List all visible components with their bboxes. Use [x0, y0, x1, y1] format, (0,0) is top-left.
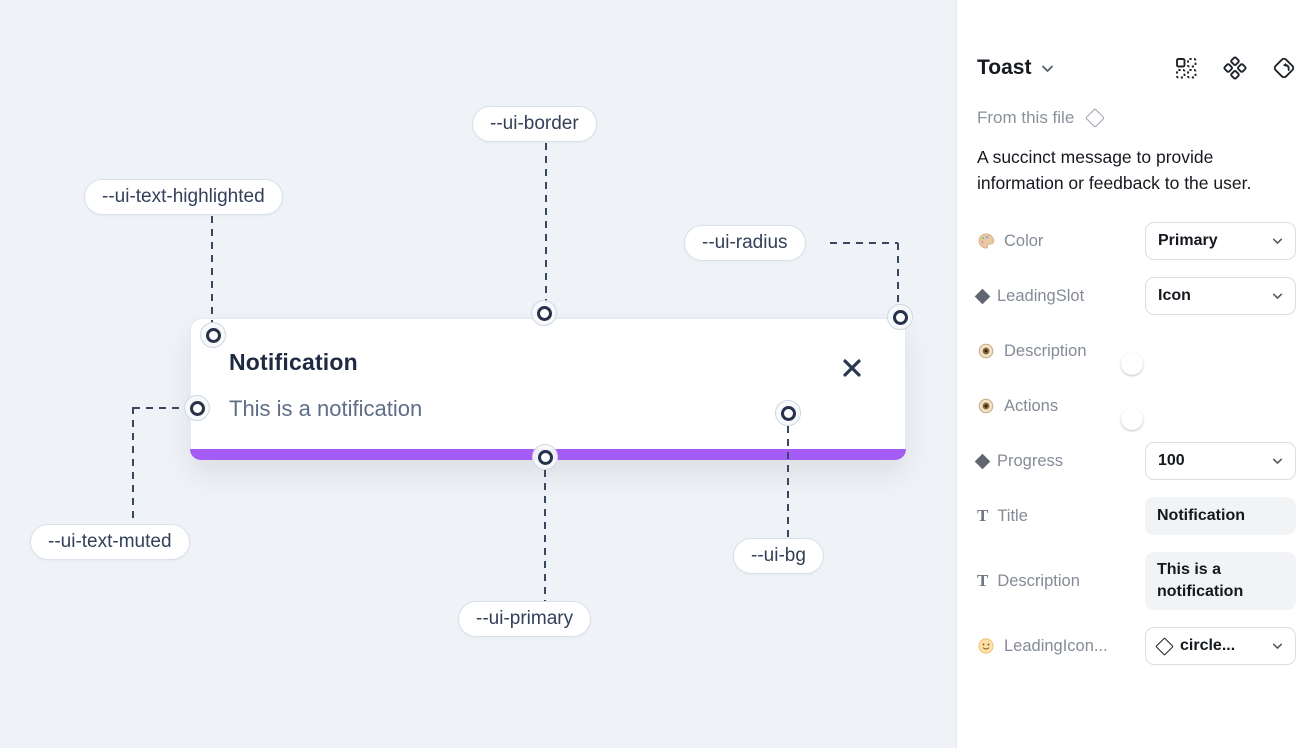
prop-row-leadingslot: LeadingSlot Icon — [974, 277, 1296, 315]
dropdown-value: Icon — [1158, 287, 1191, 304]
palette-icon — [978, 233, 995, 249]
connector-line-ui-primary — [544, 470, 546, 601]
prop-row-description-toggle: Description — [977, 332, 1296, 375]
anchor-ui-text-muted[interactable] — [184, 395, 210, 421]
text-icon: T — [977, 571, 989, 590]
prop-row-description-text: T Description This is a notification — [977, 552, 1296, 610]
connector-line-ui-text-muted-v — [132, 407, 134, 524]
source-label: From this file — [977, 108, 1075, 127]
instance-diamond-icon — [1155, 636, 1174, 656]
toast-description: This is a notification — [229, 396, 423, 421]
smiley-icon — [978, 638, 994, 654]
prop-label: Color — [977, 232, 1043, 251]
component-diamond-icon — [1085, 108, 1106, 128]
design-canvas[interactable]: Notification This is a notification --ui… — [0, 0, 956, 748]
prop-label: LeadingIcon... — [977, 637, 1108, 656]
prop-label: Description — [977, 342, 1087, 361]
token-label-ui-bg[interactable]: --ui-bg — [733, 538, 824, 574]
connector-line-ui-bg — [787, 426, 789, 538]
prop-row-leadingicon: LeadingIcon... circle... — [977, 627, 1296, 665]
eye-icon — [978, 343, 994, 359]
toggle-knob — [1121, 408, 1143, 430]
color-dropdown[interactable]: Primary — [1145, 222, 1296, 260]
dropdown-value: 100 — [1158, 452, 1185, 469]
text-field-value: This is a notification — [1145, 552, 1296, 610]
description-field[interactable]: This is a notification — [1145, 552, 1296, 610]
source-row: From this file — [977, 108, 1296, 128]
prop-label: LeadingSlot — [974, 287, 1084, 306]
connector-line-ui-border — [545, 143, 547, 303]
anchor-ui-text-highlighted[interactable] — [200, 322, 226, 348]
chevron-down-icon[interactable] — [1041, 64, 1054, 73]
prop-row-color: Color Primary — [977, 222, 1296, 260]
connector-line-ui-radius-v — [897, 243, 899, 305]
anchor-ui-border[interactable] — [531, 300, 557, 326]
toggle-knob — [1121, 353, 1143, 375]
anchor-ui-bg[interactable] — [775, 400, 801, 426]
title-field[interactable]: Notification — [1145, 497, 1296, 535]
token-label-ui-primary[interactable]: --ui-primary — [458, 601, 592, 637]
reset-instance-icon[interactable] — [1272, 56, 1296, 80]
anchor-ui-primary[interactable] — [532, 444, 558, 470]
properties-panel: Toast — [956, 0, 1312, 748]
connector-line-ui-text-muted-h — [133, 407, 185, 409]
leadingslot-dropdown[interactable]: Icon — [1145, 277, 1296, 315]
prop-label: T Description — [977, 571, 1080, 590]
anchor-ui-radius[interactable] — [887, 304, 913, 330]
prop-label: Progress — [974, 452, 1063, 471]
prop-row-actions-toggle: Actions — [977, 387, 1296, 430]
diamond-icon — [974, 453, 991, 469]
property-list: Color Primary LeadingSlot Icon — [974, 222, 1296, 665]
chevron-down-icon — [1272, 292, 1283, 300]
token-label-ui-text-muted[interactable]: --ui-text-muted — [30, 524, 190, 560]
component-description: A succinct message to provide informatio… — [977, 147, 1252, 193]
eye-icon — [978, 398, 994, 414]
component-grid-icon[interactable] — [1174, 56, 1198, 80]
prop-row-title: T Title Notification — [977, 497, 1296, 535]
dropdown-value: circle... — [1180, 637, 1236, 654]
close-icon[interactable] — [841, 357, 863, 379]
progress-dropdown[interactable]: 100 — [1145, 442, 1296, 480]
panel-header: Toast — [977, 56, 1296, 80]
token-label-ui-border[interactable]: --ui-border — [472, 106, 597, 142]
text-icon: T — [977, 506, 989, 525]
chevron-down-icon — [1272, 237, 1283, 245]
prop-row-progress: Progress 100 — [974, 442, 1296, 480]
text-field-value: Notification — [1145, 497, 1296, 535]
component-diamonds-icon[interactable] — [1223, 56, 1247, 80]
prop-label: Actions — [977, 397, 1058, 416]
toast-component-preview[interactable]: Notification This is a notification — [190, 318, 906, 460]
connector-line-ui-radius-h — [830, 242, 898, 244]
component-name[interactable]: Toast — [977, 56, 1032, 79]
token-label-ui-radius[interactable]: --ui-radius — [684, 225, 806, 261]
connector-line-ui-text-highlighted — [211, 216, 213, 323]
chevron-down-icon — [1272, 642, 1283, 650]
token-label-ui-text-highlighted[interactable]: --ui-text-highlighted — [84, 179, 283, 215]
toast-title: Notification — [229, 349, 358, 375]
chevron-down-icon — [1272, 457, 1283, 465]
dropdown-value: Primary — [1158, 232, 1218, 249]
leadingicon-dropdown[interactable]: circle... — [1145, 627, 1296, 665]
prop-label: T Title — [977, 506, 1028, 525]
diamond-icon — [974, 288, 991, 304]
